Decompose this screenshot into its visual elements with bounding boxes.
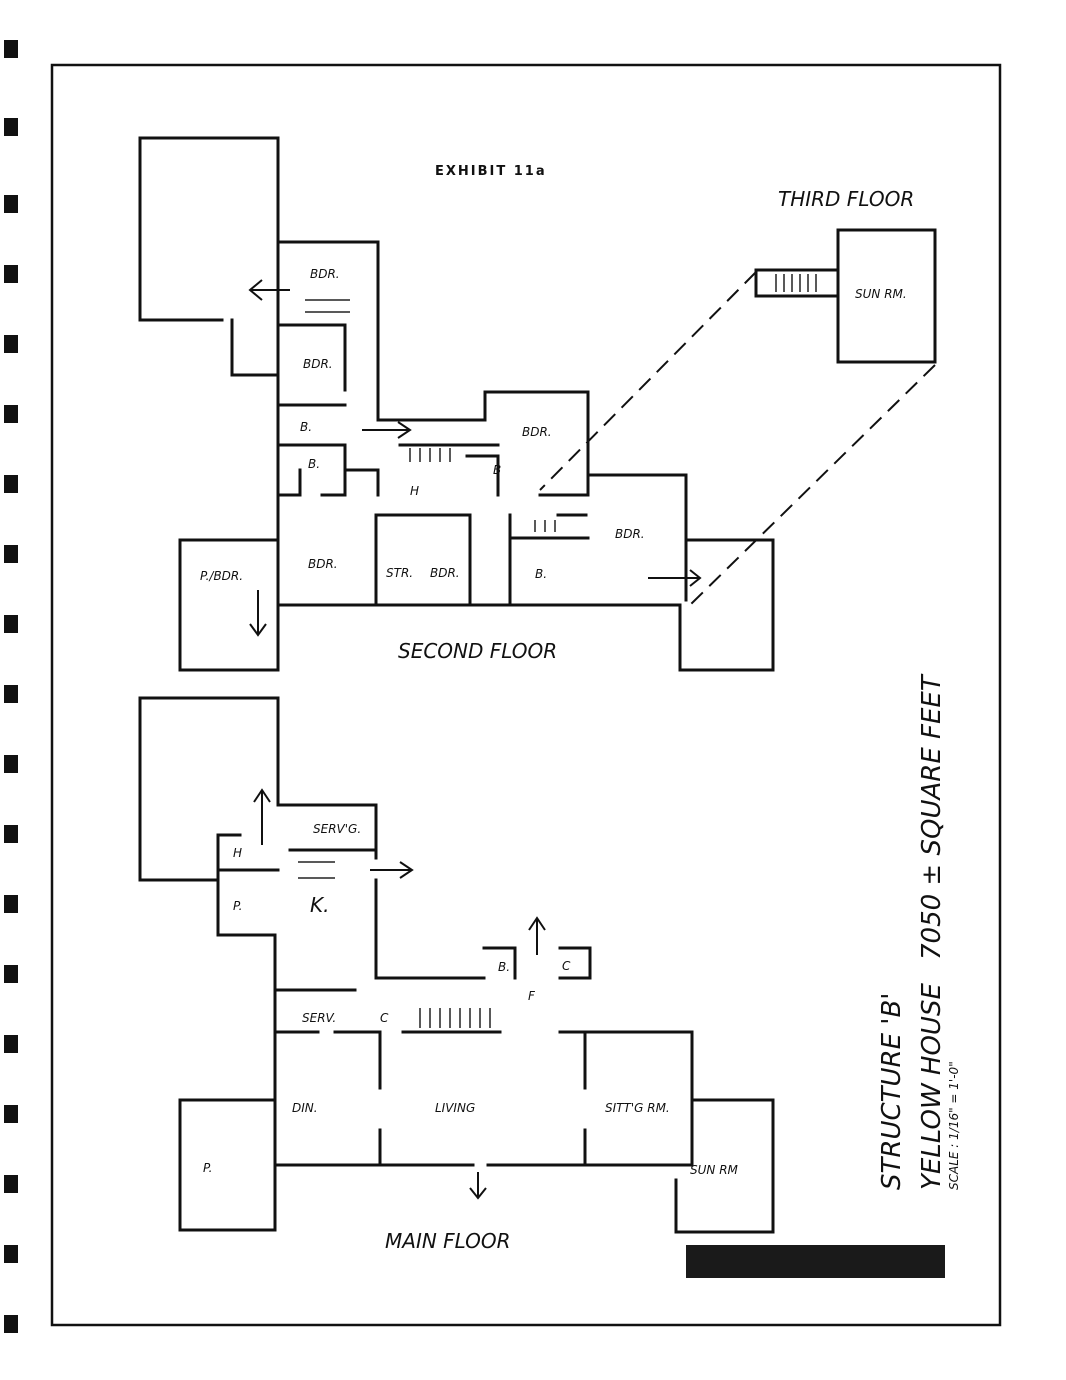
caption-block: STRUCTURE 'B' YELLOW HOUSE 7050 ± SQUARE… bbox=[877, 673, 961, 1190]
room-label: B. bbox=[535, 567, 547, 581]
page-border bbox=[50, 63, 1002, 1327]
arrow-icon bbox=[248, 279, 702, 637]
house-name: YELLOW HOUSE bbox=[917, 983, 947, 1190]
room-label: K. bbox=[310, 893, 329, 917]
room-label: SUN RM bbox=[690, 1163, 739, 1177]
room-label: SITT'G RM. bbox=[605, 1101, 670, 1115]
room-label: B. bbox=[498, 960, 510, 974]
projection-lines bbox=[539, 271, 936, 606]
room-label: H bbox=[233, 846, 242, 860]
third-floor-title: THIRD FLOOR bbox=[778, 187, 914, 211]
room-label: P./BDR. bbox=[200, 569, 243, 583]
exhibit-label: EXHIBIT 11a bbox=[435, 164, 547, 179]
room-label: DIN. bbox=[292, 1101, 318, 1115]
structure-label: STRUCTURE 'B' bbox=[877, 993, 907, 1190]
room-label: B bbox=[493, 463, 501, 477]
room-label: B. bbox=[308, 457, 320, 471]
room-label: BDR. bbox=[308, 557, 338, 571]
room-label: BDR. bbox=[310, 267, 340, 281]
room-label: P. bbox=[203, 1161, 212, 1175]
room-label: SUN RM. bbox=[855, 287, 907, 301]
room-label: BDR. bbox=[615, 527, 645, 541]
room-label: BDR. bbox=[522, 425, 552, 439]
room-label: H bbox=[410, 484, 419, 498]
third-floor-plan: SUN RM. THIRD FLOOR bbox=[754, 187, 937, 364]
main-floor-title: MAIN FLOOR bbox=[385, 1229, 511, 1253]
main-floor-plan: SERV'G. H P. K. B. C F SERV. C DIN. LIVI… bbox=[138, 696, 775, 1253]
room-label: SERV. bbox=[302, 1011, 336, 1025]
room-label: C bbox=[562, 959, 571, 973]
second-floor-title: SECOND FLOOR bbox=[398, 639, 557, 663]
room-label: LIVING bbox=[435, 1101, 475, 1115]
redaction-bar bbox=[686, 1245, 945, 1278]
room-label: SERV'G. bbox=[313, 822, 361, 836]
room-label: C bbox=[380, 1011, 389, 1025]
scale-note: SCALE : 1/16" = 1'-0" bbox=[947, 1061, 961, 1190]
binding-holes bbox=[4, 40, 18, 1333]
room-label: BDR. bbox=[430, 566, 460, 580]
room-label: P. bbox=[233, 899, 242, 913]
room-label: STR. bbox=[386, 566, 413, 580]
room-label: BDR. bbox=[303, 357, 333, 371]
second-floor-plan: BDR. BDR. B. B. H B BDR. BDR. P./BDR. BD… bbox=[138, 136, 775, 672]
square-footage: 7050 ± SQUARE FEET bbox=[917, 673, 947, 960]
room-label: F bbox=[528, 989, 536, 1003]
arrow-icon bbox=[253, 788, 546, 1200]
room-label: B. bbox=[300, 420, 312, 434]
